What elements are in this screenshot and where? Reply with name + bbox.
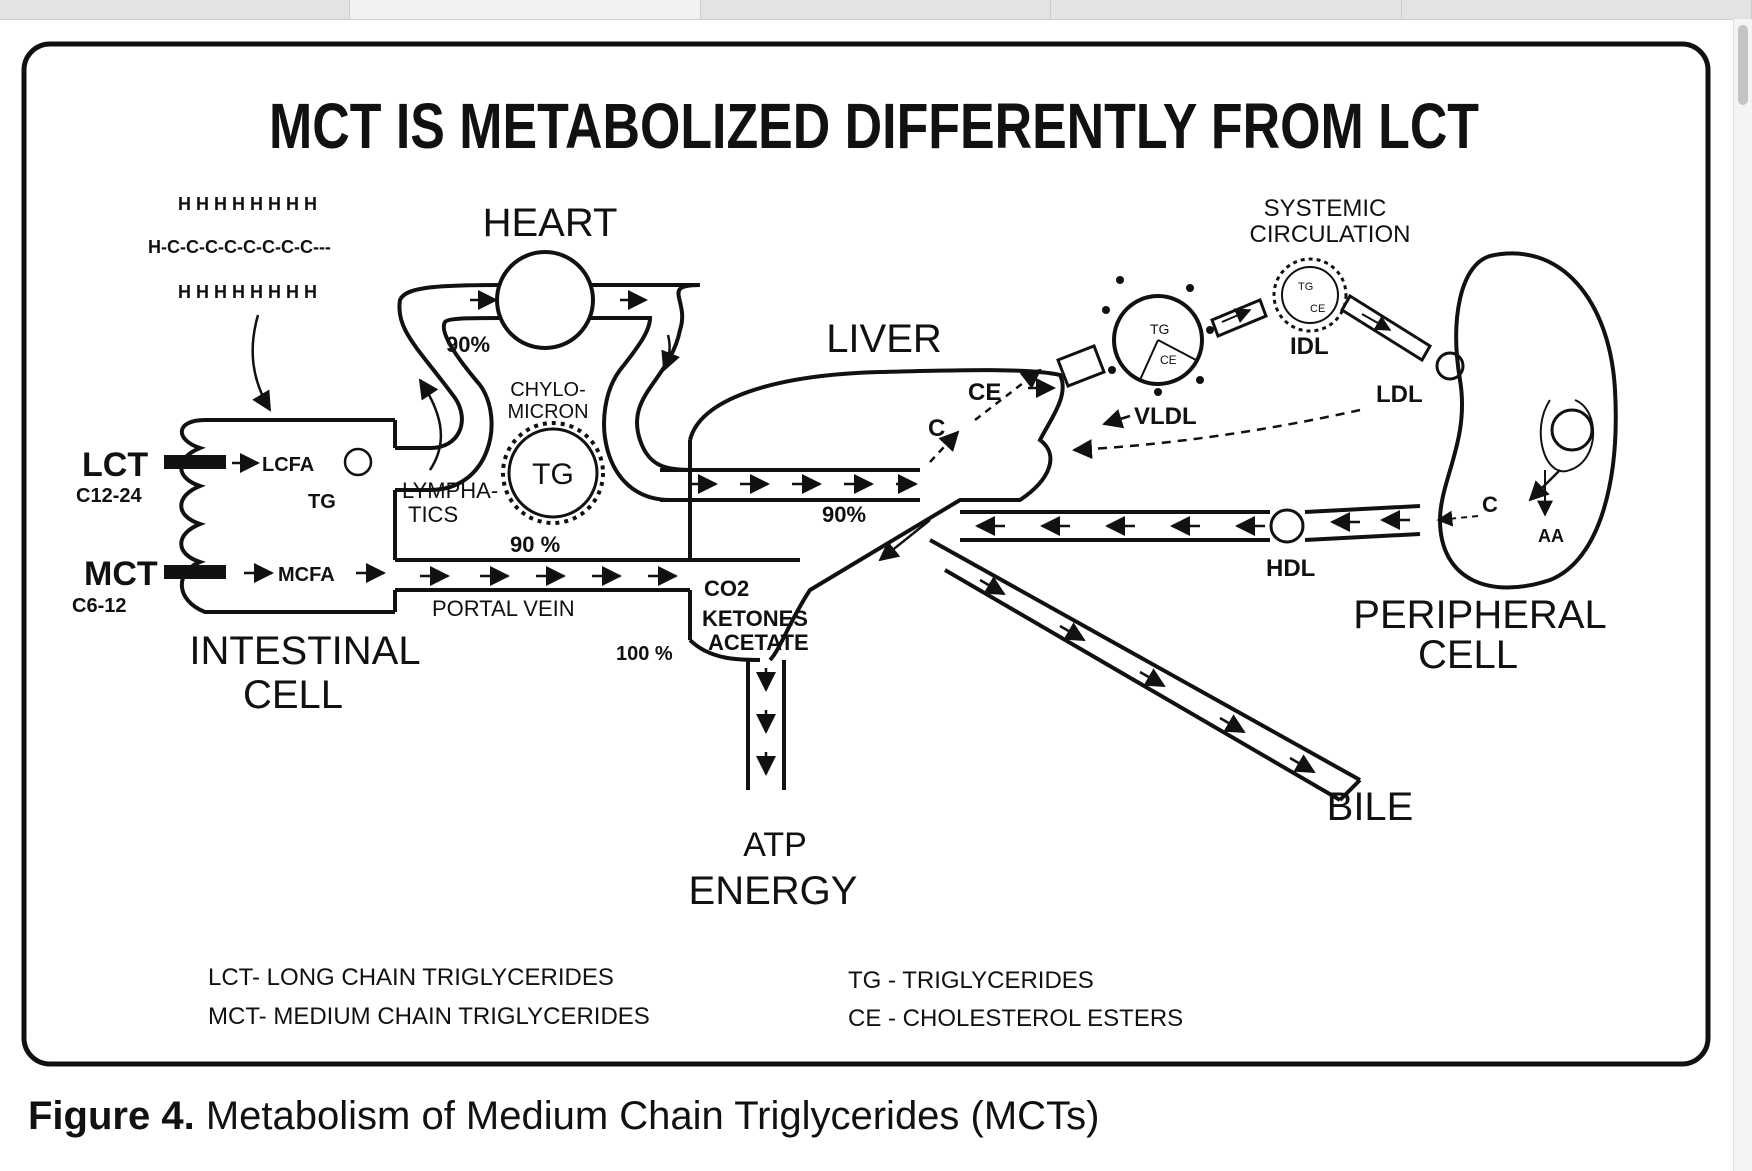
lct-input: LCT C12-24 LCFA TG (76, 446, 373, 513)
intestinal-cell-label-2: CELL (243, 673, 343, 717)
legend-mct: MCT- MEDIUM CHAIN TRIGLYCERIDES (208, 1003, 650, 1030)
pct-100: 100 % (616, 643, 673, 665)
figure-title: MCT IS METABOLIZED DIFFERENTLY FROM LCT (269, 90, 1479, 162)
liver-arrows (688, 368, 1056, 776)
c-peripheral-label: C (1482, 492, 1498, 517)
systemic-label-2: CIRCULATION (1250, 221, 1411, 248)
hdl-particle: HDL (1266, 508, 1315, 582)
caption-prefix: Figure 4. (28, 1094, 195, 1138)
liver (660, 368, 1065, 790)
lct-range: C12-24 (76, 485, 142, 507)
legend-tg: TG - TRIGLYCERIDES (848, 967, 1094, 994)
lct-label: LCT (82, 446, 148, 484)
tab-2[interactable] (350, 0, 701, 19)
structure-h-top: H H H H H H H H (178, 194, 317, 214)
mcfa-label: MCFA (278, 564, 335, 586)
structure-arrow (251, 314, 272, 412)
figure-frame (21, 41, 1711, 1067)
portal-vein-label: PORTAL VEIN (432, 596, 575, 621)
browser-tab-strip (0, 0, 1752, 20)
small-tg-particle (343, 447, 373, 477)
mct-label: MCT (84, 555, 158, 593)
co2-label: CO2 (704, 576, 749, 601)
c-liver-label: C (928, 415, 945, 442)
lymphatics-label-1: LYMPHA- (402, 478, 498, 503)
mct-input: MCT C6-12 MCFA (72, 555, 386, 617)
tab-4[interactable] (1051, 0, 1402, 19)
aa-label: AA (1538, 526, 1564, 546)
portal-vein (395, 558, 690, 592)
vldl-ce: CE (1160, 353, 1177, 367)
atp-label: ATP (743, 826, 807, 864)
lymphatics-label-2: TICS (408, 502, 458, 527)
liver-label: LIVER (826, 317, 942, 361)
idl-ce: CE (1310, 303, 1325, 315)
bile-duct (929, 538, 1362, 802)
bile-label: BILE (1327, 785, 1414, 829)
chylomicron-tg: TG (532, 458, 574, 491)
idl-tg: TG (1298, 281, 1313, 293)
chylomicron-label-2: MICRON (507, 401, 588, 423)
fatty-acid-structure: H H H H H H H H H-C-C-C-C-C-C-C-C--- H H… (148, 194, 331, 412)
heart-label: HEART (483, 201, 618, 245)
lymphatic-vessel (395, 283, 701, 502)
lcfa-label: LCFA (262, 454, 314, 476)
peripheral-cell: C AA PERIPHERAL CELL (1353, 251, 1618, 677)
tab-1[interactable] (0, 0, 351, 19)
caption-text: Metabolism of Medium Chain Triglycerides… (194, 1094, 1100, 1138)
structure-h-bottom: H H H H H H H H (178, 282, 317, 302)
abbreviation-legend: LCT- LONG CHAIN TRIGLYCERIDES MCT- MEDIU… (208, 964, 1183, 1032)
intestinal-cell-label-1: INTESTINAL (189, 629, 420, 673)
scrollbar-thumb[interactable] (1738, 25, 1748, 105)
peripheral-label-1: PERIPHERAL (1353, 593, 1606, 637)
vertical-scrollbar[interactable] (1733, 19, 1752, 1171)
vldl-label: VLDL (1134, 403, 1197, 430)
acetate-label: ACETATE (708, 630, 809, 655)
figure-caption: Figure 4. Metabolism of Medium Chain Tri… (28, 1094, 1099, 1139)
peripheral-label-2: CELL (1418, 633, 1518, 677)
energy-label: ENERGY (689, 869, 858, 913)
legend-lct: LCT- LONG CHAIN TRIGLYCERIDES (208, 964, 614, 991)
chylomicron-label-1: CHYLO- (510, 379, 586, 401)
vldl-tg: TG (1150, 321, 1169, 337)
hdl-label: HDL (1266, 555, 1315, 582)
nucleus-icon (1550, 408, 1594, 452)
systemic-label-1: SYSTEMIC (1264, 195, 1387, 222)
mct-metabolism-diagram: MCT IS METABOLIZED DIFFERENTLY FROM LCT … (21, 41, 1711, 1067)
ldl-arrow (1072, 408, 1361, 460)
systemic-vessels (1056, 293, 1465, 388)
hdl-return-vessel (960, 504, 1421, 542)
idl-particle: TG CE IDL (1272, 257, 1348, 360)
ce-liver-label: CE (968, 379, 1001, 406)
idl-label: IDL (1290, 333, 1329, 360)
small-tg-label: TG (308, 491, 336, 513)
pct-90-lymph: 90% (446, 332, 490, 357)
heart: HEART (483, 201, 618, 350)
legend-ce: CE - CHOLESTEROL ESTERS (848, 1005, 1183, 1032)
vldl-particle: TG CE VLDL (1102, 276, 1214, 430)
ketones-label: KETONES (702, 606, 808, 631)
intestinal-cell: INTESTINAL CELL (179, 418, 421, 717)
pct-90-chylo: 90 % (510, 532, 560, 557)
ldl-label: LDL (1376, 381, 1423, 408)
pct-90-liver: 90% (822, 502, 866, 527)
tab-3[interactable] (700, 0, 1052, 19)
structure-chain: H-C-C-C-C-C-C-C-C--- (148, 237, 331, 257)
chylomicron: TG CHYLO- MICRON 90 % (501, 379, 605, 557)
mct-range: C6-12 (72, 595, 126, 617)
